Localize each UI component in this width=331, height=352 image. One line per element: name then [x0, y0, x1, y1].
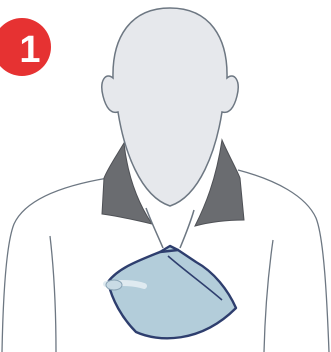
right-shoulder-line	[238, 170, 329, 352]
right-arm-crease	[264, 240, 273, 352]
respirator-mask	[106, 246, 236, 338]
mask-straps	[146, 208, 194, 248]
step-number: 1	[19, 29, 40, 71]
mask-valve	[106, 280, 122, 290]
left-strap	[146, 208, 163, 248]
step-number-badge: 1	[0, 18, 51, 76]
left-shoulder-line	[2, 178, 108, 352]
right-strap	[180, 210, 194, 248]
left-arm-crease	[50, 236, 56, 352]
